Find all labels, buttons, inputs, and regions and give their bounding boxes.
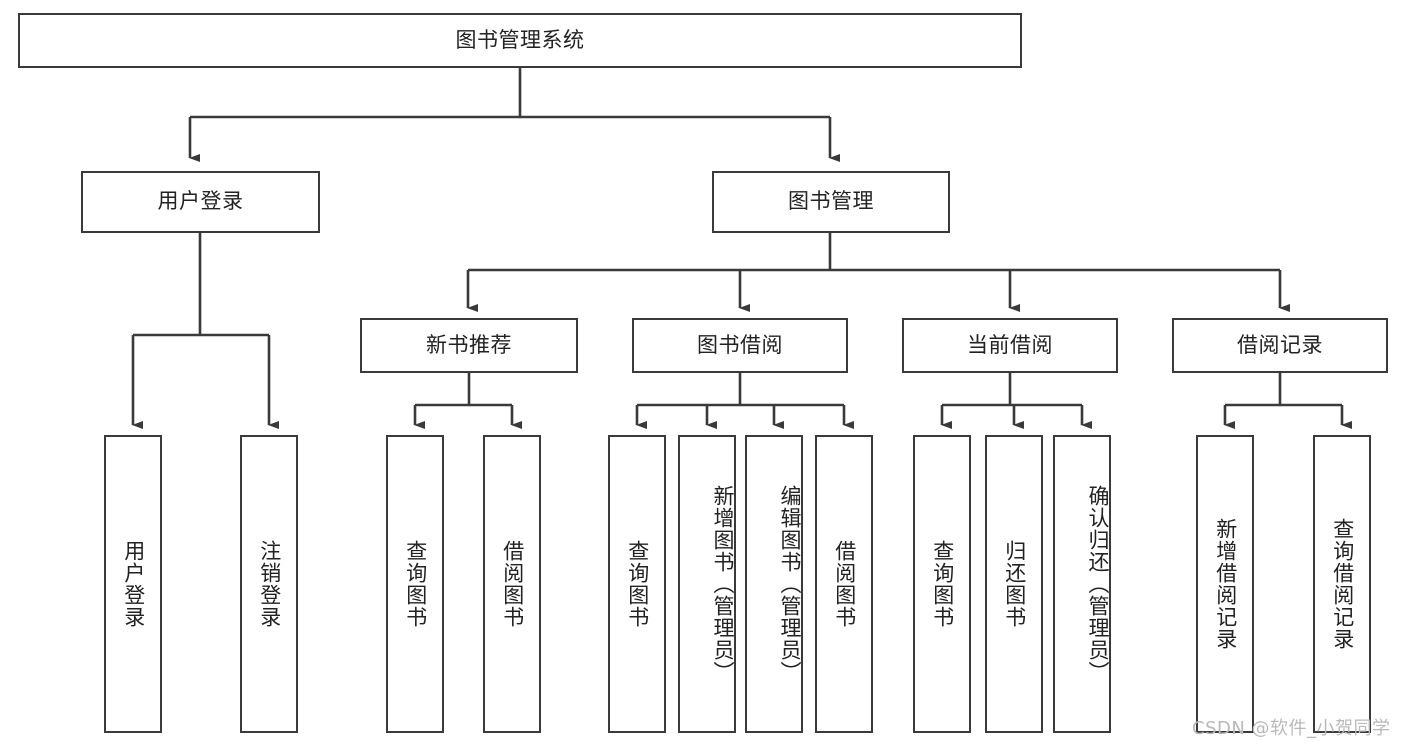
node-label: 借阅图书 (832, 540, 857, 628)
leaf-book-borrow-add[interactable]: 新增图书（管理员） (678, 435, 736, 733)
leaf-current-borrow-query[interactable]: 查询图书 (913, 435, 971, 733)
node-borrow-records[interactable]: 借阅记录 (1172, 318, 1388, 373)
node-label: 查询图书 (930, 540, 955, 628)
node-label: 查询借阅记录 (1330, 518, 1355, 650)
node-label: 借阅图书 (500, 540, 525, 628)
leaf-user-login-logout[interactable]: 注销登录 (240, 435, 298, 733)
leaf-new-book-borrow[interactable]: 借阅图书 (483, 435, 541, 733)
node-label: 新书推荐 (426, 332, 512, 357)
node-label: 查询图书 (403, 540, 428, 628)
node-label: 查询图书 (625, 540, 650, 628)
leaf-book-borrow-edit[interactable]: 编辑图书（管理员） (745, 435, 803, 733)
leaf-borrow-records-add[interactable]: 新增借阅记录 (1196, 435, 1254, 733)
node-label: 图书借阅 (697, 332, 783, 357)
node-label: 图书管理系统 (455, 27, 585, 52)
leaf-new-book-query[interactable]: 查询图书 (386, 435, 444, 733)
node-label: 确认归还（管理员） (1086, 485, 1110, 683)
leaf-current-borrow-confirm-return[interactable]: 确认归还（管理员） (1053, 435, 1111, 733)
node-label: 当前借阅 (967, 332, 1053, 357)
node-current-borrow[interactable]: 当前借阅 (902, 318, 1118, 373)
node-label: 新增借阅记录 (1213, 518, 1238, 650)
node-label: 用户登录 (121, 540, 146, 628)
node-label: 归还图书 (1002, 540, 1027, 628)
node-book-management[interactable]: 图书管理 (712, 171, 950, 233)
leaf-book-borrow-borrow[interactable]: 借阅图书 (815, 435, 873, 733)
node-label: 图书管理 (788, 189, 874, 214)
node-label: 新增图书（管理员） (711, 485, 735, 683)
node-label: 借阅记录 (1237, 332, 1323, 357)
node-book-borrow[interactable]: 图书借阅 (632, 318, 848, 373)
node-root-book-management-system[interactable]: 图书管理系统 (18, 13, 1022, 68)
node-label: 注销登录 (257, 540, 282, 628)
leaf-user-login-login[interactable]: 用户登录 (104, 435, 162, 733)
node-new-book-recommend[interactable]: 新书推荐 (360, 318, 578, 373)
node-label: 编辑图书（管理员） (778, 485, 802, 683)
leaf-current-borrow-return[interactable]: 归还图书 (985, 435, 1043, 733)
leaf-book-borrow-query[interactable]: 查询图书 (608, 435, 666, 733)
watermark-text: CSDN @软件_小贺同学 (1192, 718, 1391, 739)
leaf-borrow-records-query[interactable]: 查询借阅记录 (1313, 435, 1371, 733)
node-label: 用户登录 (157, 189, 244, 214)
node-user-login[interactable]: 用户登录 (81, 171, 320, 233)
